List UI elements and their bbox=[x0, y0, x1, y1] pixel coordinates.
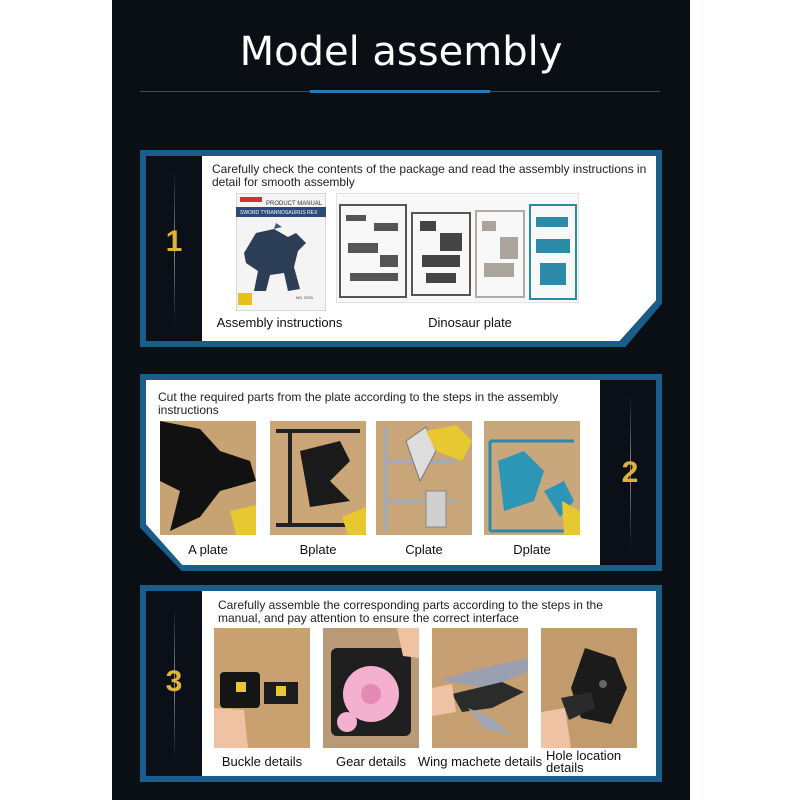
caption-dinosaur-plate: Dinosaur plate bbox=[428, 315, 512, 330]
a-plate-image bbox=[160, 421, 256, 535]
d-plate-image bbox=[484, 421, 580, 535]
step-description: Cut the required parts from the plate ac… bbox=[158, 390, 559, 417]
caption-hole-location-details: Hole location details bbox=[546, 748, 622, 775]
b-plate-image bbox=[270, 421, 366, 535]
caption-b-plate: Bplate bbox=[299, 542, 337, 557]
buckle-details-image bbox=[214, 628, 310, 748]
caption-wing-machete-details: Wing machete details bbox=[417, 754, 543, 769]
step-3-card: 3 Carefully assemble the corresponding p… bbox=[140, 585, 662, 782]
caption-c-plate: Cplate bbox=[405, 542, 443, 557]
gear-details-image bbox=[323, 628, 419, 748]
caption-a-plate: A plate bbox=[188, 542, 228, 557]
step-number: 1 bbox=[165, 225, 183, 258]
hole-location-details-image bbox=[541, 628, 637, 748]
caption-assembly-instructions: Assembly instructions bbox=[216, 315, 343, 330]
step-description: Carefully assemble the corresponding par… bbox=[218, 598, 603, 625]
caption-gear-details: Gear details bbox=[335, 754, 407, 769]
wing-machete-details-image bbox=[432, 628, 528, 748]
step-1-card: 1 Carefully check the contents of the pa… bbox=[140, 150, 662, 347]
step-2-card: 2 Cut the required parts from the plate … bbox=[140, 374, 662, 571]
step-number: 2 bbox=[621, 456, 639, 489]
manual-header: PRODUCT MANUAL bbox=[266, 201, 323, 207]
caption-buckle-details: Buckle details bbox=[221, 754, 303, 769]
step-number: 3 bbox=[165, 665, 183, 698]
manual-cover-image: PRODUCT MANUAL SWORD TYRANNOSAURUS REX N… bbox=[236, 193, 326, 311]
manual-subtitle: SWORD TYRANNOSAURUS REX bbox=[240, 210, 318, 216]
page-title: Model assembly bbox=[239, 29, 563, 75]
step-description: Carefully check the contents of the pack… bbox=[212, 162, 647, 189]
caption-d-plate: Dplate bbox=[513, 542, 551, 557]
manual-code: NO. 5701 bbox=[296, 295, 314, 300]
dinosaur-plate-image bbox=[336, 193, 579, 303]
c-plate-image bbox=[376, 421, 472, 535]
title-accent-bar bbox=[310, 90, 490, 93]
